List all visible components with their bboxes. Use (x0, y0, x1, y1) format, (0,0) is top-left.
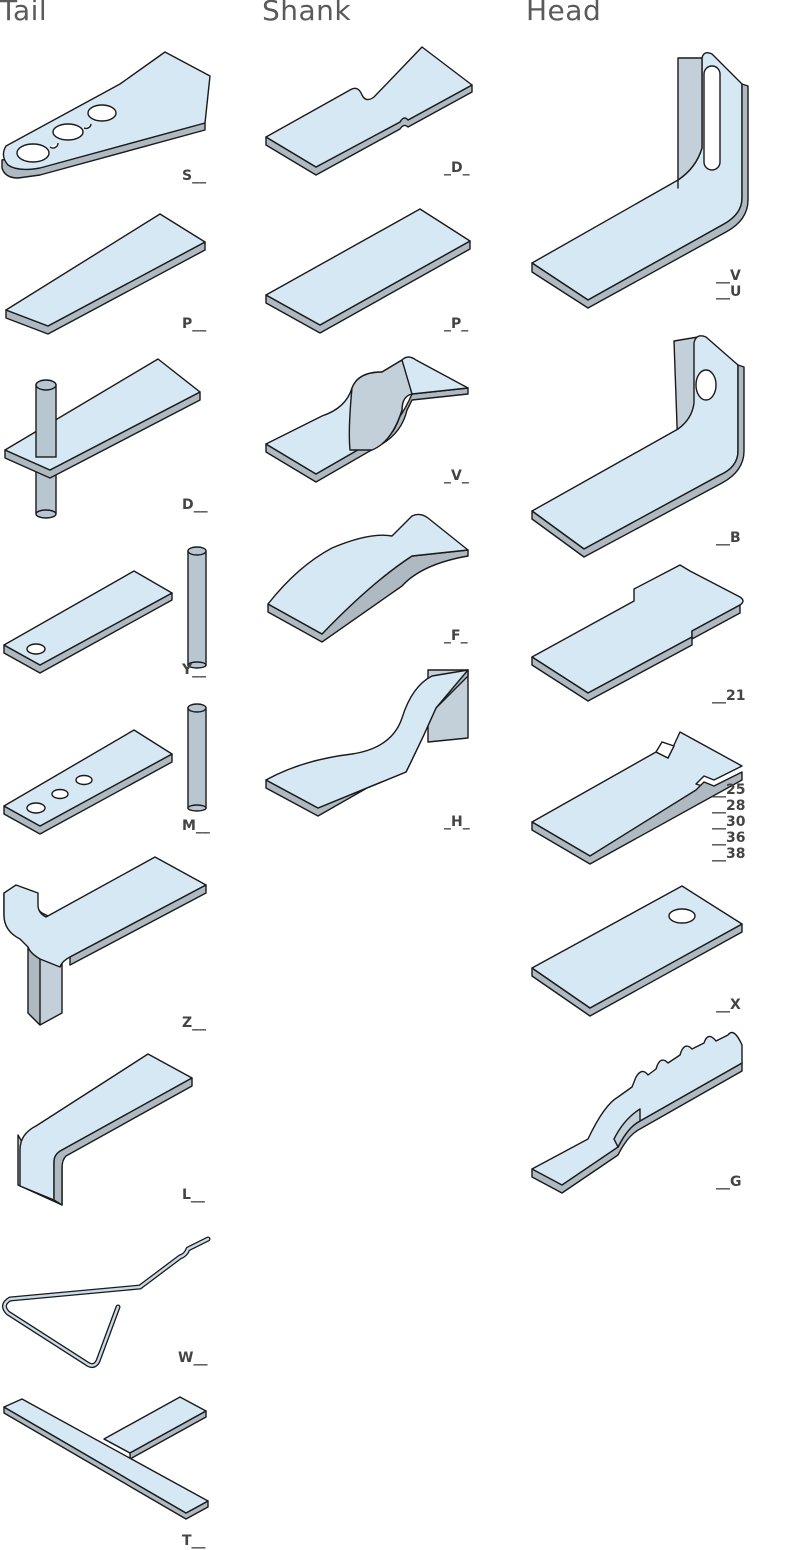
shank-code-p: _P_ (444, 316, 469, 332)
tail-code-s: S__ (182, 168, 207, 184)
tail-y-illustration (3, 546, 207, 674)
tail-m-illustration (3, 703, 207, 835)
shank-code-h: _H_ (444, 814, 470, 830)
shank-d-illustration (265, 46, 473, 176)
tail-code-m: M__ (182, 818, 210, 834)
head-code-38: __38 (712, 846, 746, 862)
tail-d-illustration (4, 358, 201, 519)
head-code-vu: __V__U (716, 268, 741, 300)
tail-s-illustration (1, 51, 211, 179)
shank-code-f: _F_ (444, 628, 468, 644)
tail-p-illustration (5, 213, 206, 335)
head-vu-illustration (531, 51, 749, 309)
head-slot-illustration (531, 731, 743, 865)
head-code-x: __X (716, 997, 741, 1013)
tail-code-y: Y__ (182, 662, 207, 678)
column-heading-tail: Tail (0, 0, 48, 27)
head-code-21: __21 (712, 688, 746, 704)
head-code-25: __25 (712, 782, 746, 798)
tail-l-illustration (17, 1053, 193, 1206)
shank-f-illustration (267, 513, 469, 643)
tail-code-t: T__ (182, 1533, 206, 1549)
head-x-illustration (531, 885, 743, 1017)
column-heading-head: Head (526, 0, 602, 27)
head-21-illustration (531, 564, 744, 702)
head-code-g: __G (716, 1174, 742, 1190)
head-code-28: __28 (712, 798, 746, 814)
head-code-slots: __25__28__30__36__38 (712, 782, 745, 862)
head-b-illustration (531, 335, 745, 558)
head-g-illustration (531, 1031, 743, 1194)
tail-z-illustration (3, 856, 207, 1026)
tail-code-z: Z__ (182, 1015, 207, 1031)
tail-w-illustration (2, 1236, 211, 1369)
head-code-36: __36 (712, 830, 746, 846)
head-code-b: __B (716, 530, 741, 546)
head-code-v: __V (716, 268, 741, 284)
shank-h-illustration (265, 669, 469, 817)
shank-p-illustration (265, 208, 471, 334)
column-heading-shank: Shank (262, 0, 352, 27)
tail-t-illustration (3, 1396, 209, 1520)
tail-code-l: L__ (182, 1187, 205, 1203)
shank-code-d: _D_ (444, 160, 470, 176)
tail-code-p: P__ (182, 316, 207, 332)
head-code-u: __U (716, 284, 742, 300)
shank-v-illustration (265, 356, 469, 483)
head-code-30: __30 (712, 814, 746, 830)
tail-code-d: D__ (182, 497, 208, 513)
tail-code-w: W__ (178, 1350, 208, 1366)
shank-code-v: _V_ (444, 468, 469, 484)
